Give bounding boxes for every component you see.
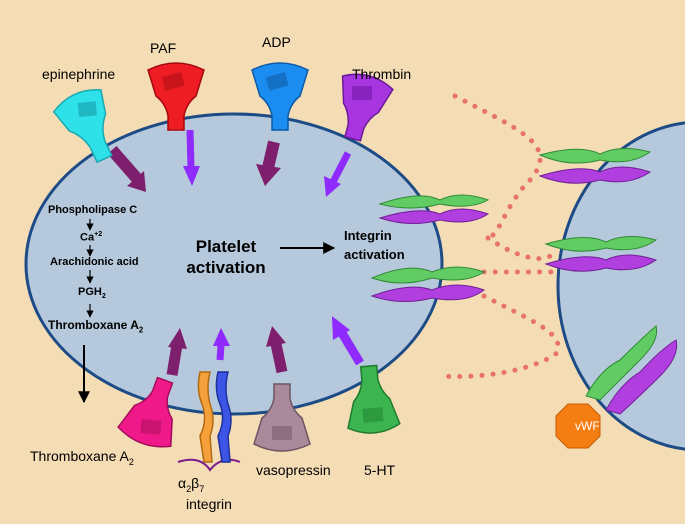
platelet-cell [24, 112, 444, 416]
arrow-adp [262, 140, 280, 170]
arrow-pink-receptor [166, 344, 183, 376]
cascade-calcium: Ca+2 [80, 230, 102, 244]
label-adp: ADP [262, 34, 291, 50]
arrowhead-adp [256, 164, 281, 186]
receptor-thrombin [341, 73, 394, 142]
arrow-vasopressin [270, 342, 288, 374]
dotted-bridges [437, 93, 563, 380]
integrin-sub1: 2 [186, 483, 192, 494]
vwf-octagon [555, 403, 601, 449]
arrow-integrin [216, 344, 225, 361]
receptor-pink [117, 376, 174, 448]
arrow-thrombin [329, 151, 352, 184]
arrow-epinephrine [107, 146, 145, 186]
thromboxane-released-sub: 2 [128, 456, 134, 467]
label-epinephrine: epinephrine [42, 66, 116, 82]
receptor-5ht [347, 364, 401, 434]
receptor-vasopressin [253, 383, 311, 452]
label-paf: PAF [150, 40, 177, 56]
label-thrombin: Thrombin [352, 66, 412, 82]
integrin-activation-label: Integrin activation [344, 226, 405, 264]
integrin-receptor-bottom [177, 371, 241, 472]
cascade-arachidonic: Arachidonic acid [50, 256, 139, 268]
integrin-alpha: α [178, 475, 187, 491]
pgh-base: PGH [78, 286, 102, 298]
arrow-paf [186, 129, 195, 169]
integrins-adjacent-cell [538, 148, 678, 415]
integrin-sub2: 7 [199, 483, 205, 494]
arrowhead-paf [183, 166, 200, 186]
platelet-activation-title: Platelet activation [176, 236, 276, 278]
integrin-beta: β [191, 475, 200, 491]
label-5ht: 5-HT [364, 462, 396, 478]
center-line1: Platelet [195, 237, 257, 256]
calcium-base: Ca [80, 231, 95, 244]
cascade-thromboxane: Thromboxane A2 [48, 318, 143, 334]
cascade-pgh2: PGH2 [78, 286, 106, 300]
thromboxane-sub: 2 [138, 325, 144, 335]
label-thromboxane-released: Thromboxane A2 [30, 448, 134, 467]
label-vwf: vWF [575, 419, 600, 433]
thromboxane-base: Thromboxane A [48, 318, 139, 332]
label-integrin-receptor: α2β7 [178, 475, 204, 494]
arrowhead-vasopressin [266, 326, 286, 347]
center-line2: activation [186, 258, 266, 277]
cascade-phospholipase: Phospholipase C [48, 204, 138, 216]
receptor-paf [147, 62, 205, 131]
arrowhead-thrombin [324, 176, 341, 197]
integrin-activation-line2: activation [344, 247, 405, 262]
integrin-activation-line1: Integrin [344, 228, 392, 243]
arrow-5ht [338, 330, 364, 366]
label-integrin-word: integrin [186, 496, 232, 512]
receptor-epinephrine [52, 89, 113, 164]
pgh-sub: 2 [101, 292, 106, 301]
arrowhead-5ht [332, 316, 350, 340]
thromboxane-released-base: Thromboxane A [30, 448, 129, 464]
arrowhead-epinephrine [127, 171, 146, 192]
arrowhead-integrin [213, 328, 230, 346]
arrowhead-pink-receptor [168, 328, 187, 349]
calcium-sup: +2 [94, 230, 103, 238]
label-vasopressin: vasopressin [256, 462, 331, 478]
receptor-adp [251, 62, 309, 131]
integrins-main-cell [370, 194, 490, 302]
agonist-arrows [107, 129, 364, 376]
